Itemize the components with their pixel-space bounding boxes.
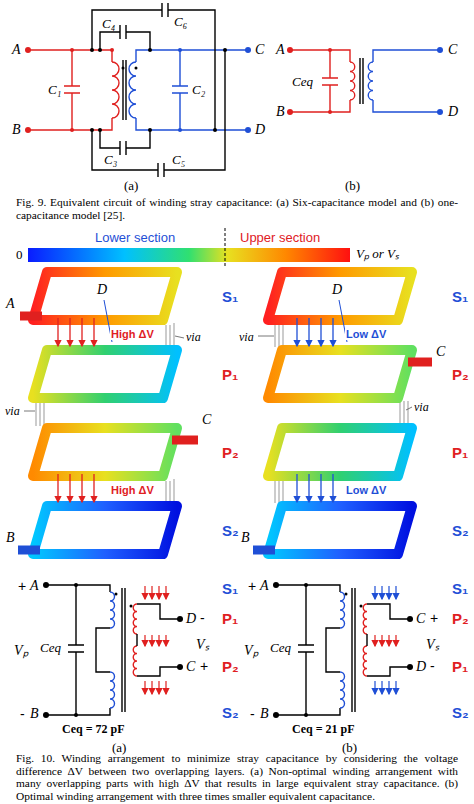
terminal-label: A — [6, 296, 15, 312]
subfigure-label: (a) — [124, 178, 138, 194]
terminal-label: B — [6, 530, 15, 546]
terminal-label: B — [260, 706, 269, 722]
terminal-label: B — [30, 706, 39, 722]
polarity-sign: - — [200, 610, 205, 626]
layer-label: S₁ — [452, 288, 468, 305]
terminal-label: C — [186, 659, 195, 675]
terminal-label: C — [416, 611, 425, 627]
figure-caption: Fig. 9. Equivalent circuit of winding st… — [16, 196, 458, 222]
terminal-label: Vₛ — [426, 634, 439, 653]
layer-label: P₂ — [222, 444, 239, 461]
capacitor-label: C₆ — [174, 14, 187, 30]
figure-caption: Fig. 10. Winding arrangement to minimize… — [16, 752, 458, 803]
terminal-label: D — [255, 122, 265, 138]
polarity-sign: + — [248, 578, 256, 594]
terminal-label: A — [12, 42, 21, 58]
layer-label: S₂ — [222, 522, 239, 539]
capacitor-label: Ceq — [292, 74, 313, 90]
layer-label: P₂ — [452, 366, 469, 383]
terminal-label: D — [186, 611, 196, 627]
terminal-label: D — [416, 659, 426, 675]
layer-label: P₁ — [222, 610, 238, 627]
layer-label: S₁ — [222, 580, 238, 597]
capacitor-label: C₂ — [192, 82, 205, 98]
layer-label: S₂ — [222, 704, 239, 721]
terminal-label: A — [30, 578, 39, 594]
terminal-label: A — [276, 42, 285, 58]
layer-label: P₂ — [452, 610, 469, 627]
capacitor-label: C₁ — [48, 82, 61, 98]
capacitor-label: Ceq — [40, 640, 61, 656]
layer-label: S₁ — [222, 288, 238, 305]
terminal-label: Vₚ — [244, 640, 259, 659]
terminal-label: D — [332, 282, 342, 298]
scale-label: Lower section — [95, 230, 175, 245]
polarity-sign: + — [200, 658, 208, 674]
terminal-label: B — [241, 530, 250, 546]
terminal-label: A — [260, 578, 269, 594]
delta-v-label: Low ΔV — [345, 484, 387, 496]
layer-label: P₁ — [222, 366, 238, 383]
terminal-label: C — [448, 42, 457, 58]
terminal-label: D — [448, 104, 458, 120]
layer-label: P₂ — [222, 658, 239, 675]
layer-label: S₂ — [452, 704, 469, 721]
polarity-sign: + — [430, 610, 438, 626]
terminal-label: C — [436, 344, 445, 360]
capacitance-value: Ceq = 21 pF — [292, 722, 355, 737]
polarity-sign: - — [20, 706, 25, 722]
terminal-label: C — [202, 412, 211, 428]
via-label: via — [186, 330, 201, 345]
scale-label: Upper section — [240, 230, 320, 245]
terminal-label: D — [97, 282, 107, 298]
delta-v-label: High ΔV — [110, 328, 155, 340]
capacitance-value: Ceq = 72 pF — [62, 722, 125, 737]
delta-v-label: Low ΔV — [345, 328, 387, 340]
capacitor-label: Ceq — [270, 640, 291, 656]
terminal-label: B — [12, 122, 21, 138]
polarity-sign: + — [18, 578, 26, 594]
capacitor-label: C₄ — [102, 16, 115, 32]
delta-v-label: High ΔV — [110, 484, 155, 496]
via-label: via — [5, 404, 20, 419]
polarity-sign: - — [250, 706, 255, 722]
layer-label: S₂ — [452, 522, 469, 539]
scale-label: 0 — [16, 247, 23, 263]
scale-label: Vₚ or Vₛ — [356, 244, 399, 262]
capacitor-label: C₅ — [172, 152, 185, 168]
subfigure-label: (b) — [345, 178, 360, 194]
terminal-label: C — [255, 42, 264, 58]
terminal-label: B — [276, 104, 285, 120]
layer-label: P₁ — [452, 444, 468, 461]
terminal-label: Vₚ — [14, 640, 29, 659]
capacitor-label: C₃ — [104, 152, 117, 168]
terminal-label: Vₛ — [196, 634, 209, 653]
polarity-sign: - — [430, 658, 435, 674]
via-label: via — [414, 400, 429, 415]
via-label: via — [239, 330, 254, 345]
layer-label: P₁ — [452, 658, 468, 675]
layer-label: S₁ — [452, 580, 468, 597]
